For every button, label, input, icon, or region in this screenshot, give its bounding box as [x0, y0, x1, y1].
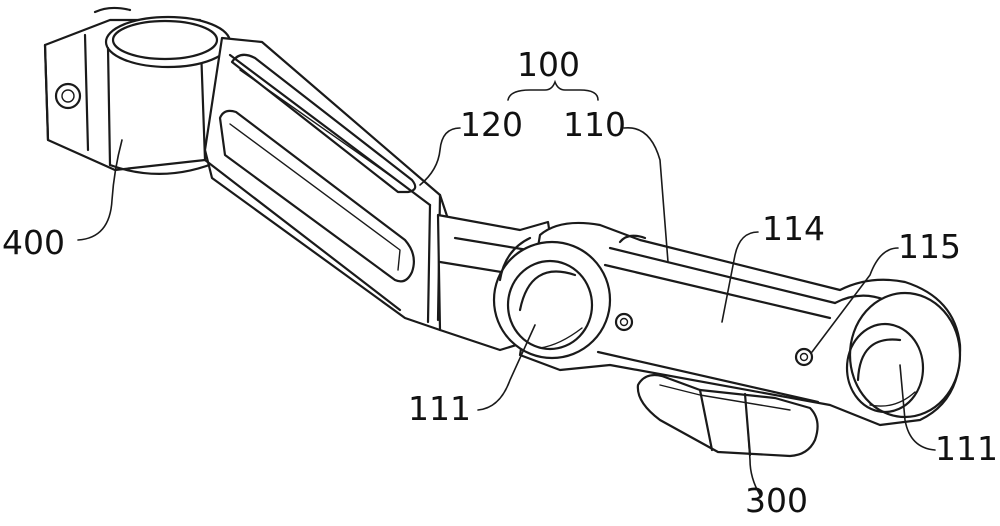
label-114: 114	[762, 209, 825, 248]
label-400: 400	[2, 223, 65, 262]
label-115: 115	[898, 227, 961, 266]
label-110: 110	[563, 105, 626, 144]
arm-120	[205, 38, 455, 330]
label-120: 120	[460, 105, 523, 144]
leader-120	[420, 128, 460, 185]
clamp-400	[45, 8, 230, 174]
label-100: 100	[517, 45, 580, 84]
label-111-right: 111	[935, 429, 998, 468]
label-111-left: 111	[408, 389, 471, 428]
label-300: 300	[745, 481, 808, 520]
brace-100	[508, 82, 598, 100]
